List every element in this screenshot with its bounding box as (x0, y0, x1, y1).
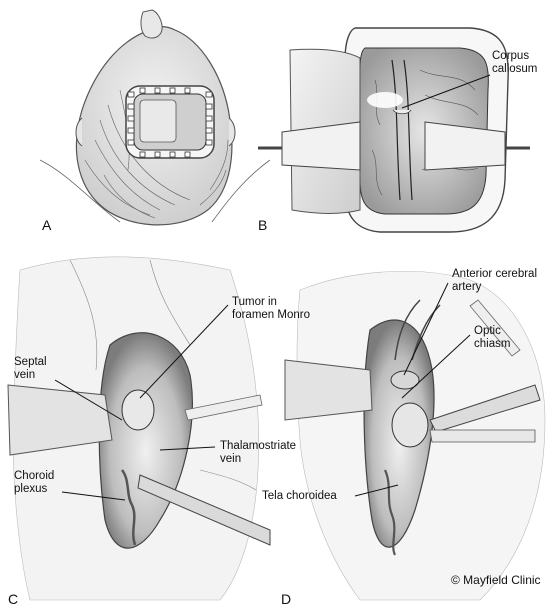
leader-anterior-cerebral-artery (403, 282, 449, 376)
label-anterior-cerebral-artery: Anterior cerebral artery (452, 268, 537, 294)
leader-tumor (139, 304, 229, 399)
label-tumor-in-foramen-monro: Tumor in foramen Monro (232, 296, 310, 322)
label-optic-chiasm: Optic chiasm (474, 325, 510, 351)
label-choroid-plexus: Choroid plexus (14, 470, 54, 496)
panel-label-c: C (8, 591, 19, 607)
leader-corpus-callosum (401, 74, 491, 109)
panel-d-drawing (284, 271, 546, 601)
panel-a-drawing (39, 9, 271, 226)
leader-septal-vein (54, 379, 123, 421)
label-corpus-callosum-line2: callosum (492, 63, 538, 75)
label-choroid-plexus-line2: plexus (14, 483, 48, 495)
label-corpus-callosum-line1: Corpus (492, 50, 530, 62)
panel-label-a: A (42, 217, 52, 233)
label-thalamostriate-vein-line2: vein (220, 453, 242, 465)
leader-choroid-plexus (61, 491, 126, 501)
leader-thalamostriate-vein (159, 446, 216, 451)
label-choroid-plexus-line1: Choroid (14, 470, 55, 482)
copyright-credit: © Mayfield Clinic (451, 573, 541, 587)
label-optic-chiasm-line2: chiasm (474, 338, 511, 350)
label-tumor-line2: foramen Monro (232, 309, 310, 321)
label-anterior-cerebral-artery-line2: artery (452, 281, 482, 293)
panel-b-drawing (258, 27, 530, 233)
panel-c-drawing (7, 256, 271, 601)
leader-tela-choroidea (354, 484, 399, 497)
label-tumor-line1: Tumor in (232, 296, 277, 308)
label-septal-vein-line1: Septal (14, 356, 47, 368)
label-corpus-callosum: Corpus callosum (492, 50, 537, 76)
label-thalamostriate-vein-line1: Thalamostriate (220, 440, 297, 452)
label-thalamostriate-vein: Thalamostriate vein (220, 440, 296, 466)
label-septal-vein-line2: vein (14, 369, 36, 381)
label-optic-chiasm-line1: Optic (474, 325, 501, 337)
panel-label-d: D (281, 591, 292, 607)
label-anterior-cerebral-artery-line1: Anterior cerebral (452, 268, 538, 280)
panel-label-b: B (258, 217, 268, 233)
label-septal-vein: Septal vein (14, 356, 47, 382)
label-tela-choroidea: Tela choroidea (262, 490, 337, 502)
leader-optic-chiasm (401, 334, 471, 399)
leader-lines (54, 74, 491, 501)
